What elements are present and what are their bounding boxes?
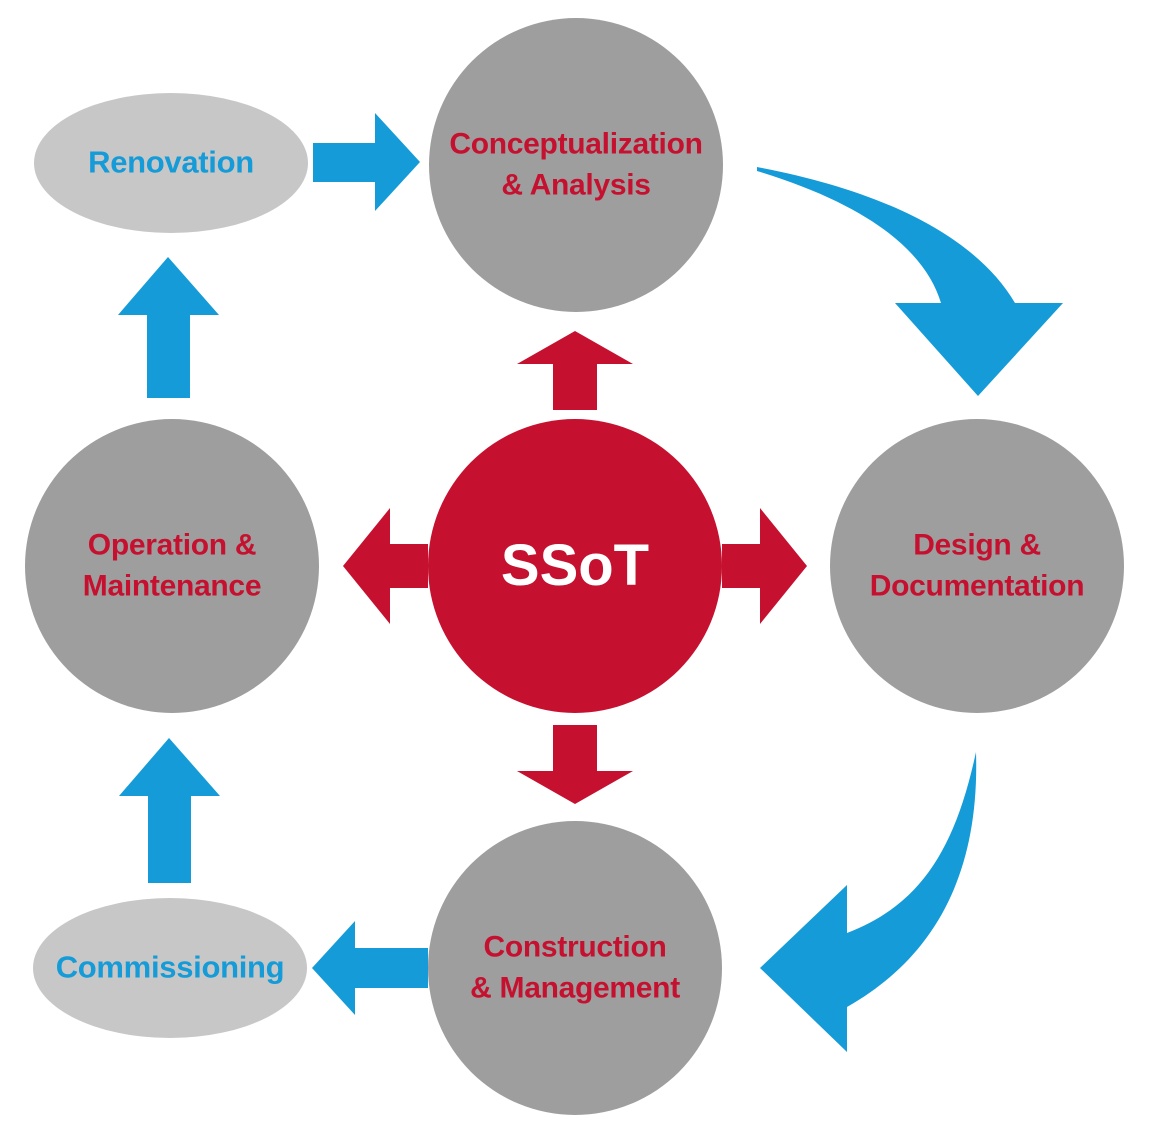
blue-right-arrow-icon bbox=[313, 113, 420, 211]
blue-curved-down-arrow-icon bbox=[757, 167, 1063, 396]
red-left-arrow-icon bbox=[343, 508, 428, 624]
red-down-arrow-icon bbox=[517, 725, 633, 804]
construction-circle bbox=[428, 821, 722, 1115]
renovation-ellipse bbox=[34, 93, 308, 233]
blue-curved-left-arrow-icon bbox=[760, 752, 977, 1052]
blue-left-arrow-icon bbox=[312, 921, 428, 1015]
design-circle bbox=[830, 419, 1124, 713]
ssot-circle bbox=[428, 419, 722, 713]
conceptualization-circle bbox=[429, 18, 723, 312]
blue-up-arrow-top-icon bbox=[118, 257, 219, 398]
operation-circle bbox=[25, 419, 319, 713]
blue-up-arrow-bottom-icon bbox=[119, 738, 220, 883]
commissioning-ellipse bbox=[33, 898, 307, 1038]
red-right-arrow-icon bbox=[722, 508, 807, 624]
red-up-arrow-icon bbox=[517, 331, 633, 410]
